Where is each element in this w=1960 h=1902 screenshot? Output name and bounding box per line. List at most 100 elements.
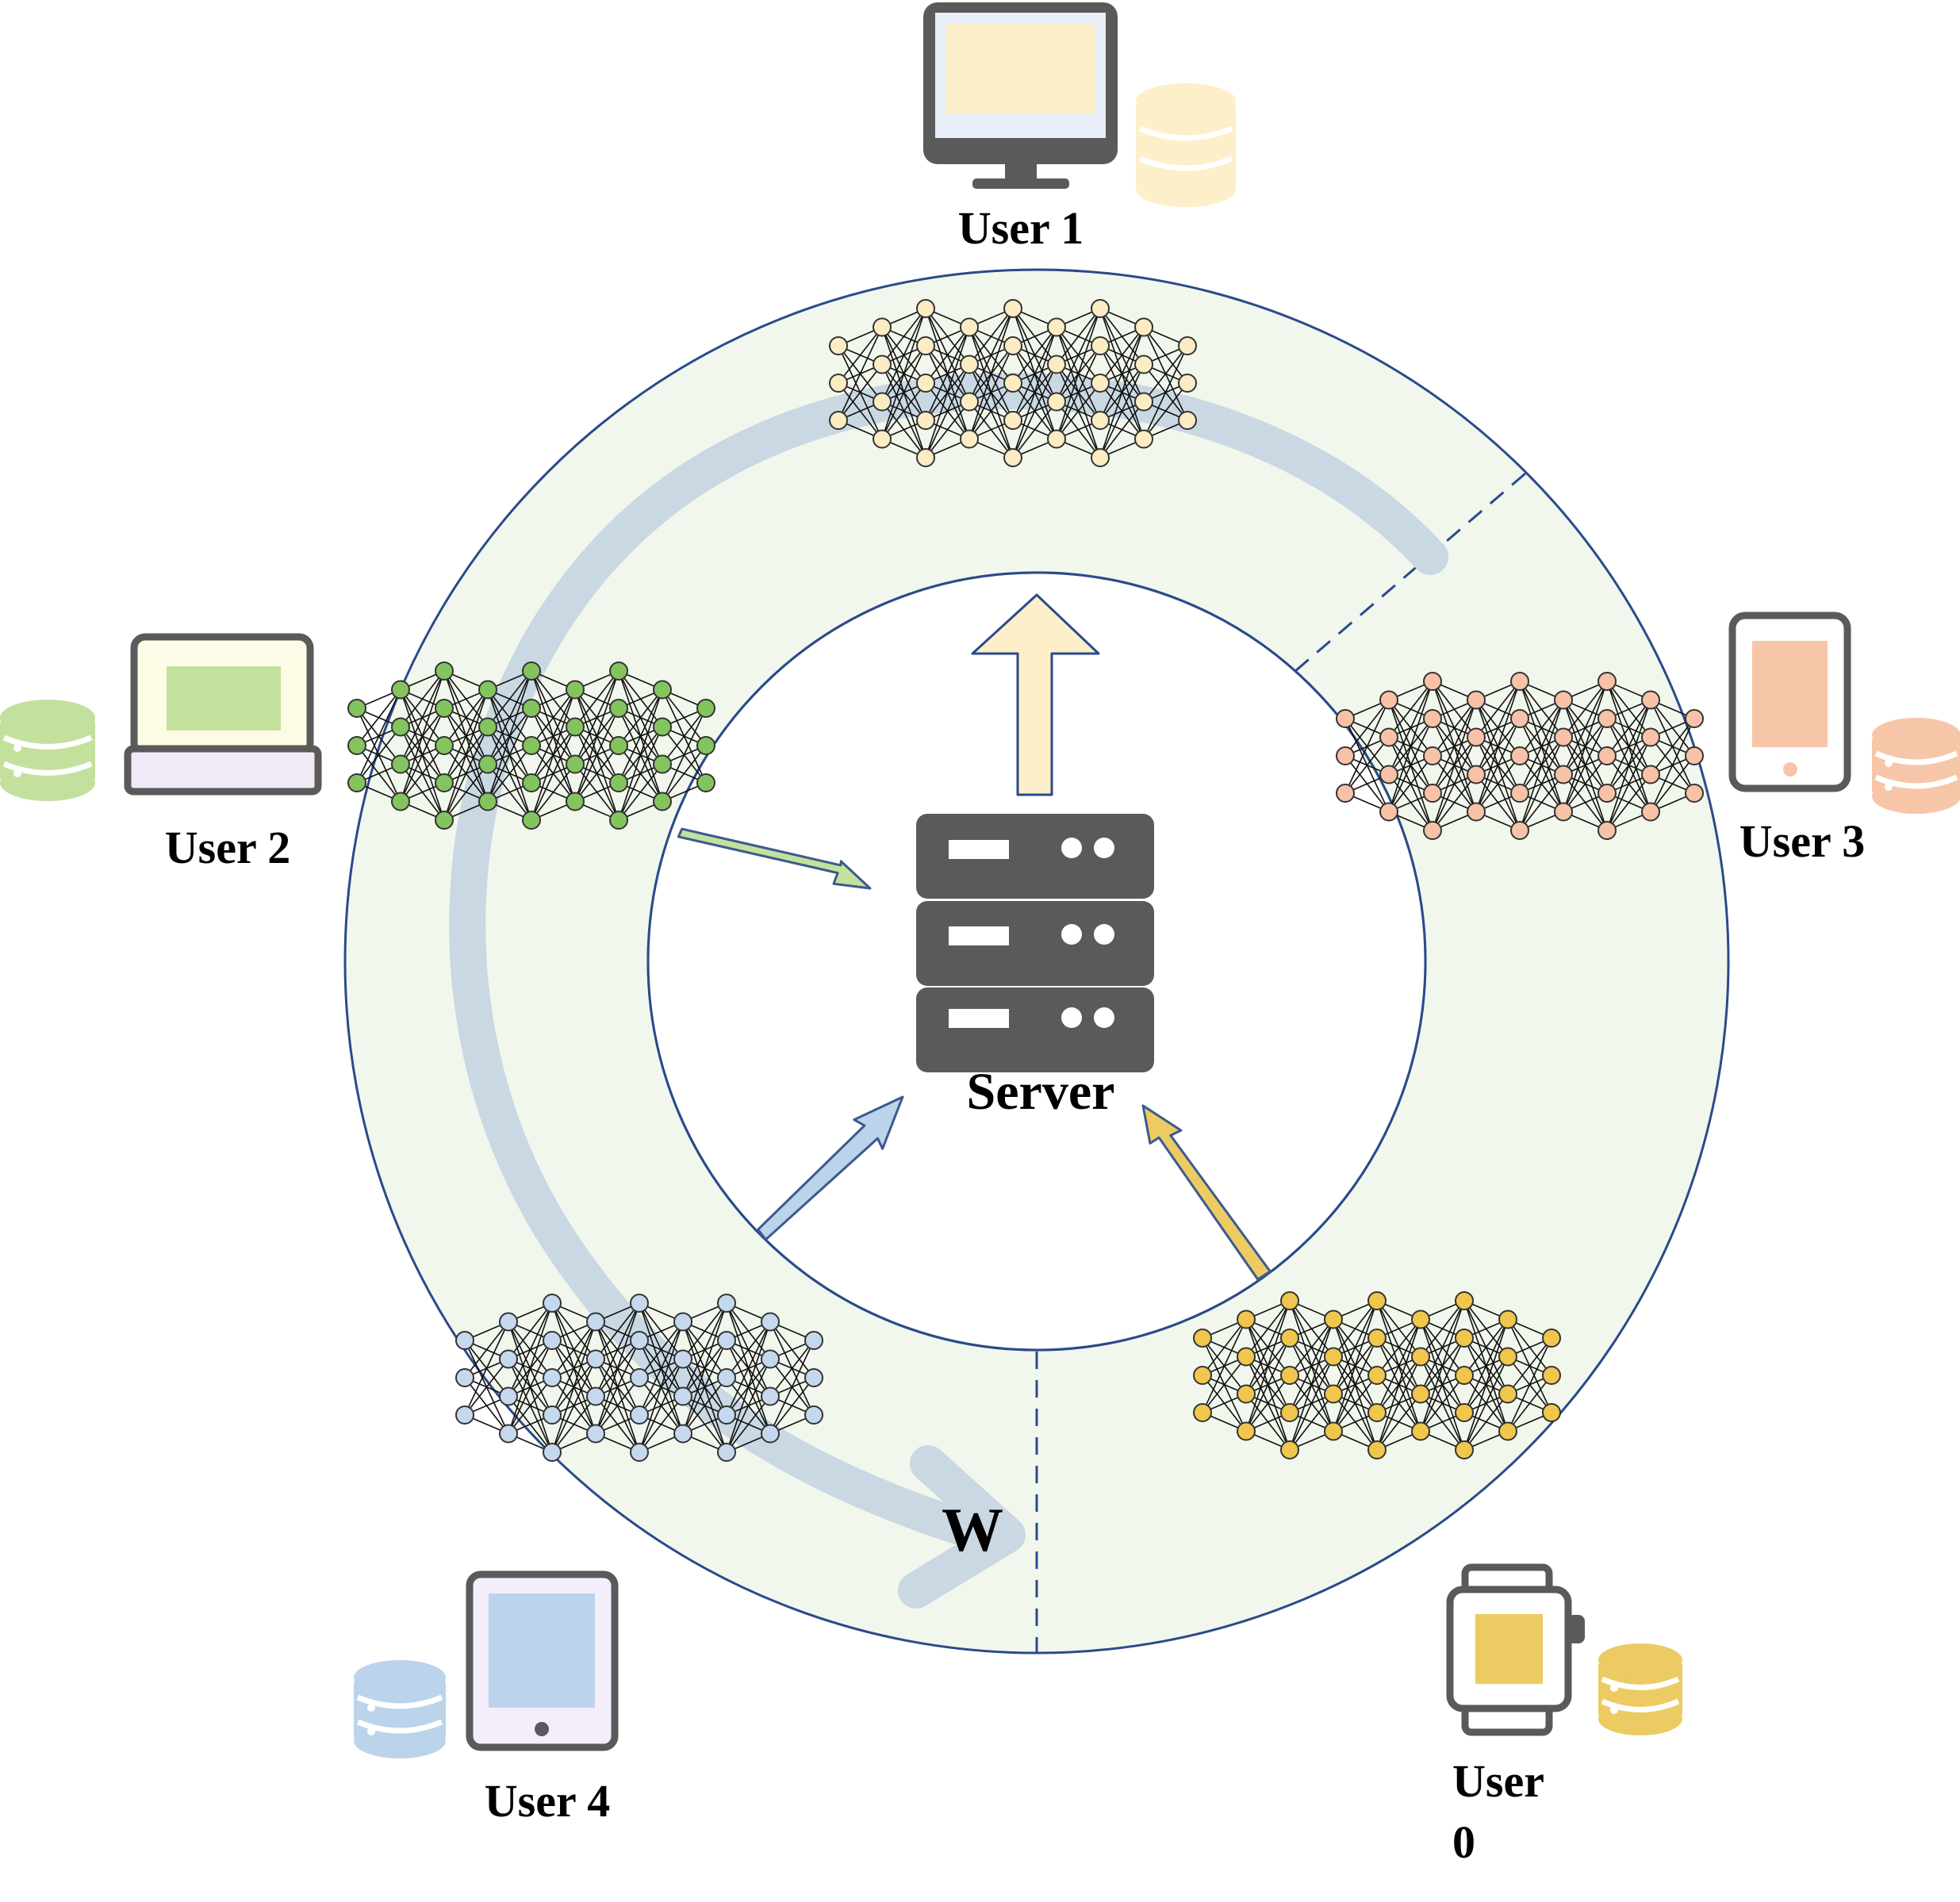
- network-node: [586, 1349, 605, 1369]
- network-edge: [881, 308, 926, 365]
- neural-network-user0: [1193, 1291, 1561, 1459]
- network-edge: [464, 1321, 509, 1379]
- network-edge: [1245, 1375, 1291, 1432]
- network-edge: [1432, 700, 1477, 794]
- network-edge: [1563, 681, 1608, 738]
- network-edge: [1245, 1337, 1291, 1432]
- network-node: [1367, 1329, 1387, 1348]
- network-node: [804, 1368, 823, 1387]
- network-edge: [925, 327, 970, 384]
- server-broadcast-arrow: [971, 593, 1100, 796]
- network-edge: [662, 707, 707, 802]
- network-edge: [1606, 700, 1651, 757]
- network-edge: [1650, 755, 1695, 812]
- network-node: [1423, 821, 1442, 840]
- network-node: [499, 1424, 518, 1444]
- network-edge: [531, 764, 576, 821]
- network-node: [1324, 1347, 1343, 1367]
- network-edge: [968, 308, 1014, 365]
- network-edge: [881, 308, 926, 402]
- network-edge: [574, 707, 619, 802]
- network-edge: [968, 308, 1014, 402]
- network-edge: [551, 1321, 596, 1416]
- network-node: [1423, 672, 1442, 691]
- network-edge: [508, 1302, 553, 1359]
- network-node: [1280, 1440, 1299, 1459]
- network-node: [1280, 1403, 1299, 1422]
- network-node: [391, 680, 410, 700]
- network-node: [1510, 709, 1529, 728]
- network-edge: [682, 1302, 727, 1397]
- network-node: [1237, 1347, 1256, 1367]
- network-node: [653, 754, 672, 774]
- network-node: [1411, 1421, 1430, 1441]
- user3-label: User 3: [1739, 815, 1865, 867]
- network-edge: [618, 727, 663, 821]
- network-node: [1455, 1403, 1474, 1422]
- network-node: [1379, 727, 1398, 747]
- network-node: [916, 336, 935, 355]
- network-node: [499, 1312, 518, 1332]
- network-node: [1554, 727, 1573, 747]
- network-edge: [356, 727, 401, 784]
- network-edge: [1245, 1300, 1291, 1394]
- network-edge: [1333, 1300, 1378, 1432]
- sector-divider-user1-user3: [1295, 472, 1526, 673]
- network-node: [566, 717, 585, 737]
- network-edge: [1202, 1319, 1247, 1413]
- network-node: [1685, 746, 1704, 765]
- network-edge: [508, 1302, 553, 1434]
- network-node: [1455, 1329, 1474, 1348]
- network-node: [673, 1424, 692, 1444]
- network-node: [347, 699, 366, 718]
- network-edge: [1099, 327, 1145, 458]
- user4-label: User 4: [485, 1775, 610, 1827]
- network-edge: [1376, 1319, 1421, 1413]
- network-node: [455, 1331, 474, 1350]
- database-icon-user2: [0, 700, 95, 801]
- network-edge: [1388, 681, 1433, 775]
- network-edge: [1333, 1337, 1378, 1432]
- network-node: [1685, 709, 1704, 728]
- network-node: [543, 1443, 562, 1462]
- network-edge: [1563, 718, 1608, 812]
- server-icon: [916, 814, 1154, 1072]
- network-node: [630, 1331, 649, 1350]
- network-node: [1134, 429, 1153, 449]
- network-node: [1498, 1310, 1517, 1329]
- network-node: [522, 661, 541, 681]
- w-label: W: [942, 1495, 1003, 1564]
- network-node: [916, 299, 935, 318]
- network-edge: [1012, 327, 1057, 421]
- network-edge: [1606, 737, 1651, 831]
- network-edge: [1344, 700, 1390, 794]
- network-node: [1498, 1347, 1517, 1367]
- network-node: [435, 661, 454, 681]
- network-edge: [1519, 700, 1564, 794]
- neural-network-user4: [455, 1294, 823, 1462]
- network-node: [435, 736, 454, 755]
- network-node: [435, 773, 454, 792]
- network-node: [1542, 1403, 1561, 1422]
- network-node: [1324, 1310, 1343, 1329]
- network-edge: [618, 689, 663, 784]
- database-icon-user0: [1598, 1643, 1682, 1735]
- network-edge: [662, 707, 707, 765]
- network-node: [829, 336, 848, 355]
- network-edge: [1099, 401, 1145, 458]
- network-node: [609, 661, 628, 681]
- network-node: [543, 1368, 562, 1387]
- network-edge: [1333, 1375, 1378, 1432]
- network-edge: [1376, 1356, 1421, 1451]
- network-node: [435, 699, 454, 718]
- network-edge: [1432, 700, 1477, 757]
- network-node: [1467, 690, 1486, 710]
- network-edge: [508, 1377, 553, 1434]
- network-node: [1091, 448, 1110, 467]
- network-edge: [1388, 681, 1433, 738]
- network-node: [1510, 821, 1529, 840]
- network-edge: [508, 1340, 553, 1434]
- network-edge: [1563, 681, 1608, 812]
- network-edge: [1099, 364, 1145, 458]
- network-node: [1324, 1421, 1343, 1441]
